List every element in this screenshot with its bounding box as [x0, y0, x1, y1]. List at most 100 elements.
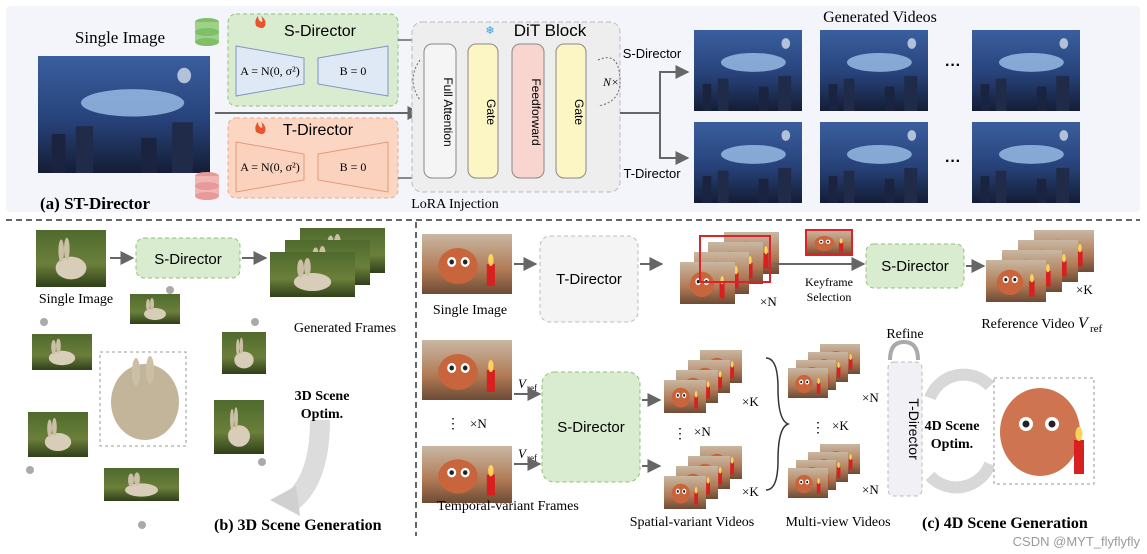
times-k-label: ×K: [742, 484, 759, 499]
s-director-label-mid: S-Director: [557, 419, 625, 436]
panel-a-caption: (a) ST-Director: [40, 194, 150, 213]
camera-view: [130, 294, 180, 324]
cat-4d-scene: [993, 377, 1095, 485]
video-frame: [972, 122, 1080, 203]
dots-vertical: ⋮: [811, 421, 825, 436]
full-attention-label: Full Attention: [441, 77, 455, 146]
rabbit-3d-scene: [99, 351, 187, 447]
times-n-label: ×N: [760, 294, 777, 309]
dit-block: ❄ DiT Block Full Attention Gate Feedforw…: [411, 21, 621, 193]
s-director-label: S-Director: [154, 251, 222, 268]
v-ref-subscript: ref: [527, 383, 537, 393]
s-matrix-b: B = 0: [340, 64, 367, 78]
gate-1-box: [467, 43, 499, 179]
dots-vertical: ⋮: [446, 417, 460, 432]
panel-b-caption: (b) 3D Scene Generation: [214, 517, 382, 534]
camera-view: [32, 334, 92, 370]
v-ref-symbol: V: [518, 376, 528, 391]
times-n-label: ×N: [694, 424, 711, 439]
v-ref-subscript: ref: [1090, 323, 1103, 335]
gate-1-label: Gate: [484, 99, 498, 125]
keyframe-label-1: Keyframe: [805, 275, 853, 289]
ellipsis: ···: [945, 57, 961, 74]
ellipsis: ···: [945, 153, 961, 170]
refine-label: Refine: [886, 327, 923, 342]
temporal-frames-stack: [680, 232, 779, 304]
t-director-vertical-label: T-Director: [906, 398, 922, 460]
generated-videos-label: Generated Videos: [823, 9, 937, 26]
t-director-box: T-Director A = N(0, σ²) B = 0: [227, 117, 399, 199]
single-image-whale: [38, 56, 210, 173]
feedforward-box: [511, 43, 545, 179]
feedforward-label: Feedforward: [529, 78, 543, 145]
fire-icon: [255, 16, 266, 28]
optim-line-2: Optim.: [931, 437, 973, 452]
optim-arrow-head: [270, 486, 300, 516]
keyframe-thumbnail: [805, 229, 853, 256]
panel-a: Single Image S-Director A = N(0, σ²) B =…: [6, 6, 1140, 213]
residual-loop: [412, 59, 421, 101]
single-image-rabbit: [36, 230, 106, 287]
optim-line-1: 3D Scene: [295, 389, 350, 404]
camera-node: [251, 318, 259, 326]
generated-frames-label: Generated Frames: [294, 321, 396, 336]
fire-icon: [255, 122, 266, 134]
optim-line-1: 4D Scene: [925, 419, 980, 434]
spatial-videos-label: Spatial-variant Videos: [630, 515, 754, 530]
repeat-loop: [597, 57, 621, 107]
snowflake-icon: ❄: [485, 25, 494, 37]
output-s-label: S-Director: [623, 46, 682, 61]
t-matrix-a: A = N(0, σ²): [240, 160, 300, 174]
camera-node: [26, 466, 34, 474]
t-director-vertical-box: [887, 361, 923, 497]
v-ref-subscript: ref: [527, 453, 537, 463]
s-director-box-top: [865, 243, 965, 289]
dots-vertical: ⋮: [673, 427, 687, 442]
s-matrix-a: A = N(0, σ²): [240, 64, 300, 78]
s-director-label-top: S-Director: [881, 258, 949, 275]
refine-loop-arrow: [888, 339, 920, 361]
lora-injection-label: LoRA Injection: [411, 197, 499, 212]
gate-2-label: Gate: [572, 99, 586, 125]
temporal-frames-label: Temporal-variant Frames: [437, 499, 579, 514]
full-attention-box: [423, 43, 457, 179]
keyframe-label-2: Selection: [807, 290, 852, 304]
temporal-frame-1: [422, 340, 512, 400]
panel-b: Single Image S-Director Generated Frames: [26, 228, 396, 534]
generated-videos-grid: ··· ···: [694, 30, 1080, 203]
watermark: CSDN @MYT_flyflyfly: [1013, 534, 1141, 549]
reference-video-label: Reference Video: [981, 317, 1074, 332]
keyframe-highlight: [699, 235, 771, 283]
camera-view: [104, 468, 179, 501]
output-arrow-s: [659, 65, 690, 113]
gate-2-box: [555, 43, 587, 179]
s-director-box: S-Director A = N(0, σ²) B = 0: [227, 13, 399, 107]
single-image-label: Single Image: [433, 303, 507, 318]
camera-view: [222, 332, 266, 374]
optim-cycle-arrow-top: [924, 368, 995, 401]
panel-c: Single Image T-Director ×N Keyframe Sele…: [422, 229, 1103, 532]
video-frame: [694, 30, 802, 111]
panel-c-caption: (c) 4D Scene Generation: [922, 515, 1088, 532]
database-green-icon: [195, 18, 219, 46]
times-k-label: ×K: [742, 394, 759, 409]
video-frame: [820, 122, 928, 203]
s-director-box: [135, 237, 241, 279]
video-frame: [972, 30, 1080, 111]
t-director-title: T-Director: [283, 122, 354, 139]
multiview-videos-label: Multi-view Videos: [785, 515, 890, 530]
s-director-box-mid: [541, 371, 641, 483]
times-n-label: ×N: [470, 416, 487, 431]
camera-views: [26, 286, 266, 529]
t-director-box: [539, 235, 639, 323]
video-frame: [820, 30, 928, 111]
times-k-label: ×K: [1076, 282, 1093, 297]
camera-view: [28, 412, 88, 457]
generated-frames-stack: [270, 228, 385, 297]
times-n-label: ×N: [862, 482, 879, 497]
camera-node: [40, 318, 48, 326]
single-image-cat: [422, 234, 512, 294]
output-arrow-t: [659, 113, 690, 165]
optim-cycle-arrow-bottom: [925, 461, 996, 494]
camera-view: [214, 400, 264, 454]
